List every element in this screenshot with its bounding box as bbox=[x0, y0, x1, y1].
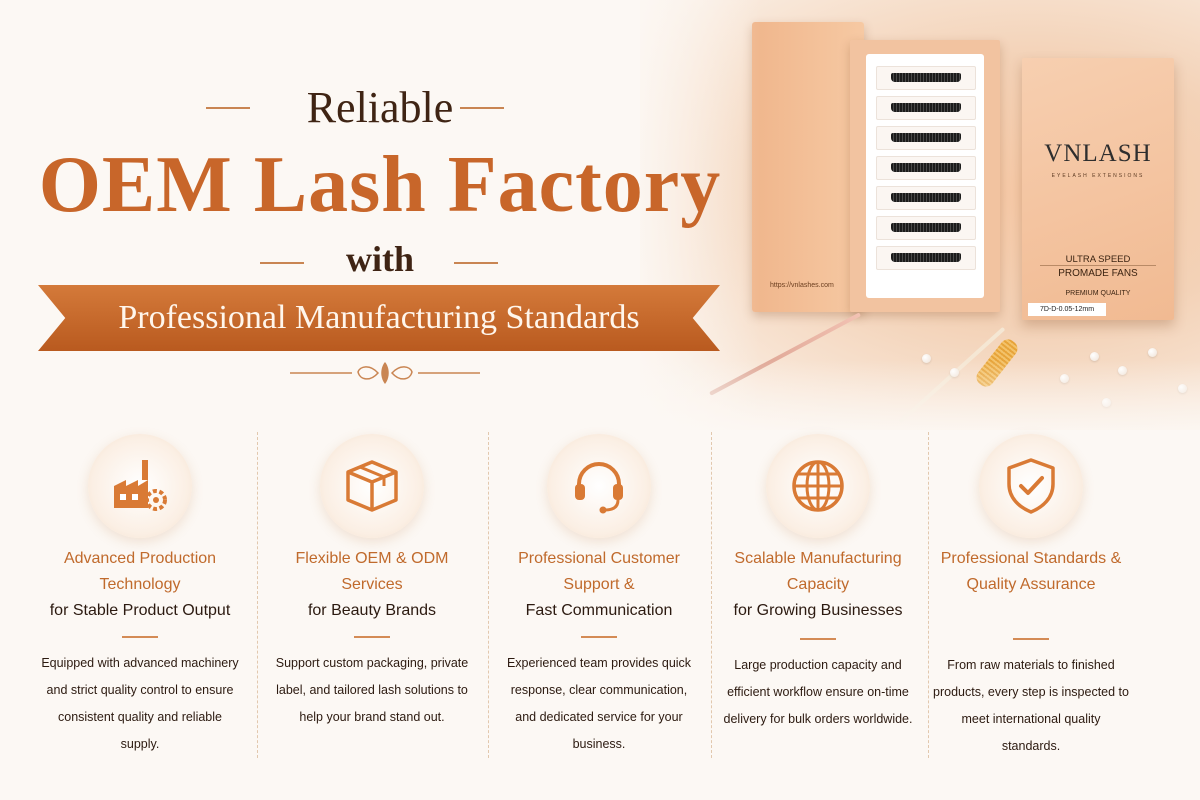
headline-dash bbox=[460, 107, 504, 109]
feature-description: From raw materials to finished products,… bbox=[933, 658, 1129, 753]
feature-rule bbox=[581, 636, 617, 638]
package-line-2: PROMADE FANS bbox=[1058, 268, 1138, 279]
lash-strip bbox=[876, 96, 976, 120]
headline-ribbon: Professional Manufacturing Standards bbox=[38, 285, 720, 351]
feature-rule bbox=[122, 636, 158, 638]
lash-strip bbox=[876, 126, 976, 150]
feature-title: Advanced Production Technology for Stabl… bbox=[35, 546, 245, 624]
brand-logo: VNLASH bbox=[1044, 140, 1152, 167]
brand-subtitle: EYELASH EXTENSIONS bbox=[1051, 173, 1145, 179]
feature-subtitle: for Stable Product Output bbox=[49, 602, 231, 619]
package-divider bbox=[1040, 265, 1156, 266]
headset-icon bbox=[575, 462, 623, 514]
feature-description: Support custom packaging, private label,… bbox=[275, 656, 469, 724]
package-tag: 7D-D-0.05-12mm bbox=[1028, 303, 1106, 316]
feature-title-text: Scalable Manufacturing Capacity bbox=[734, 550, 902, 593]
icon-circle bbox=[766, 434, 870, 538]
column-divider bbox=[928, 432, 929, 758]
headline-dash bbox=[454, 262, 498, 264]
feature-rule bbox=[354, 636, 390, 638]
lash-strip bbox=[876, 186, 976, 210]
feature-description: Equipped with advanced machinery and str… bbox=[41, 656, 239, 751]
box-lid bbox=[752, 22, 864, 312]
icon-circle bbox=[88, 434, 192, 538]
shield-check-icon bbox=[1007, 458, 1055, 514]
feature-subtitle: for Beauty Brands bbox=[307, 602, 437, 619]
feature-description: Experienced team provides quick response… bbox=[506, 656, 692, 751]
feature-title-text: Professional Standards & Quality Assuran… bbox=[940, 550, 1122, 593]
box-url: https://vnlashes.com bbox=[770, 282, 834, 289]
column-divider bbox=[488, 432, 489, 758]
feature-rule bbox=[1013, 638, 1049, 640]
box-icon bbox=[346, 460, 398, 512]
feature-title-text: Advanced Production Technology bbox=[63, 550, 217, 593]
package-line-1: ULTRA SPEED bbox=[1065, 254, 1131, 265]
headline-dash bbox=[260, 262, 304, 264]
icon-circle bbox=[547, 434, 651, 538]
lash-strip bbox=[876, 216, 976, 240]
feature-title-text: Professional Customer Support & bbox=[518, 550, 680, 593]
photo-fade bbox=[620, 0, 760, 430]
feature-title-text: Flexible OEM & ODM Services bbox=[295, 550, 449, 593]
globe-icon bbox=[792, 460, 844, 512]
headline-with: with bbox=[345, 239, 414, 279]
headline-reliable: Reliable bbox=[306, 83, 454, 132]
package-line-3: PREMIUM QUALITY bbox=[1065, 290, 1131, 297]
feature-title: Professional Standards & Quality Assuran… bbox=[926, 546, 1136, 598]
column-divider bbox=[257, 432, 258, 758]
column-divider bbox=[711, 432, 712, 758]
headline-main: OEM Lash Factory bbox=[38, 141, 722, 229]
pearl bbox=[1090, 352, 1099, 361]
lash-strip bbox=[876, 156, 976, 180]
feature-title: Flexible OEM & ODM Services for Beauty B… bbox=[267, 546, 477, 624]
feature-subtitle: Fast Communication bbox=[525, 602, 673, 619]
pearl bbox=[1148, 348, 1157, 357]
feature-subtitle: for Growing Businesses bbox=[733, 602, 903, 619]
product-package bbox=[1022, 58, 1174, 320]
headline-dash bbox=[206, 107, 250, 109]
lash-strip bbox=[876, 246, 976, 270]
feature-description: Large production capacity and efficient … bbox=[723, 658, 913, 726]
lash-strip bbox=[876, 66, 976, 90]
ornament-icon bbox=[290, 362, 480, 384]
feature-title: Scalable Manufacturing Capacity for Grow… bbox=[713, 546, 923, 624]
icon-circle bbox=[320, 434, 424, 538]
pearl bbox=[922, 354, 931, 363]
feature-title: Professional Customer Support & Fast Com… bbox=[494, 546, 704, 624]
factory-icon bbox=[114, 460, 167, 511]
icon-circle bbox=[979, 434, 1083, 538]
feature-rule bbox=[800, 638, 836, 640]
photo-fade bbox=[640, 360, 1200, 440]
